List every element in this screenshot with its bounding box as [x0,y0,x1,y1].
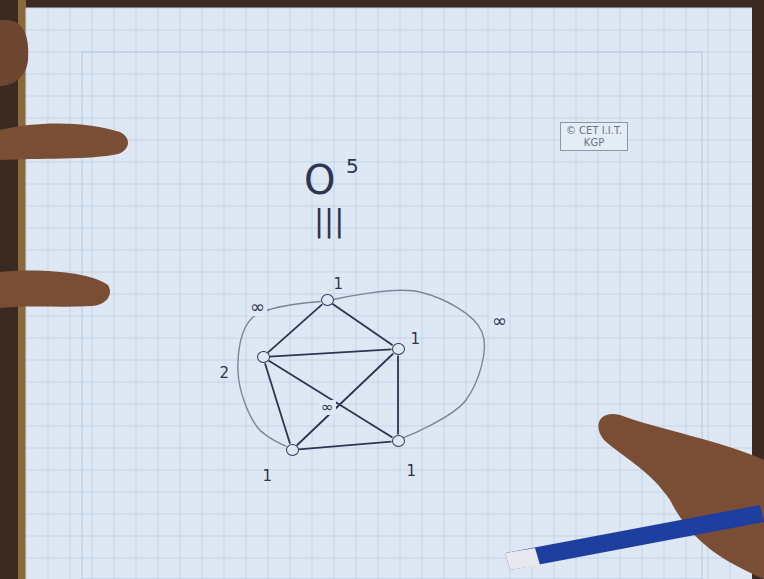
grid-line [26,250,752,251]
vertex-label: 1 [263,467,273,485]
grid-line [26,382,752,383]
handwritten-mark: ||| [314,206,344,236]
grid-line [26,162,752,163]
finger [0,123,128,160]
grid-line [26,514,752,515]
grid-line [26,96,752,97]
weight-label: ∞ [490,312,509,330]
graph-vertex: 2 [257,351,270,363]
graph-edge [298,442,391,450]
superscript-number: 5 [346,156,359,176]
hand [598,414,764,579]
finger [0,20,28,86]
grid-line [26,30,752,31]
handwritten-letter: O [304,160,335,200]
grid-line [26,74,752,75]
graph-edge [268,304,322,352]
vertex-label: 1 [334,275,344,293]
graph-edge [265,363,290,444]
graph-edge [297,353,394,445]
marker-pen [505,505,764,570]
curved-edge [333,290,484,437]
graph-vertex: 1 [392,343,405,355]
graph-edge [332,304,392,346]
vertex-label: 2 [220,364,230,382]
vertex-label: 1 [407,462,417,480]
graph-vertex: 1 [286,444,299,456]
graph-edge [397,356,399,435]
grid-line [26,316,752,317]
grid-line [26,360,752,361]
grid-line [26,272,752,273]
grid-line [26,8,752,9]
grid-line [26,492,752,493]
grid-line [26,294,752,295]
weight-label: ∞ [319,400,336,415]
vertex-label: 1 [411,330,421,348]
grid-line [26,206,752,207]
grid-lines [26,8,752,579]
grid-line [26,228,752,229]
watermark: © CET I.I.T. KGP [560,122,628,151]
grid-line [26,404,752,405]
grid-line [26,558,752,559]
grid-line [26,338,752,339]
grid-line [26,140,752,141]
finger [0,271,110,308]
graph-vertex: 1 [392,435,405,447]
grid-line [26,184,752,185]
paper-margin [82,52,702,579]
graph-paper [26,8,752,579]
grid-line [26,118,752,119]
graph-vertex: 1 [321,294,334,306]
curved-edge [238,302,321,447]
weight-label: ∞ [248,298,267,316]
graph-edge [269,349,391,356]
marker-cap [505,548,540,570]
